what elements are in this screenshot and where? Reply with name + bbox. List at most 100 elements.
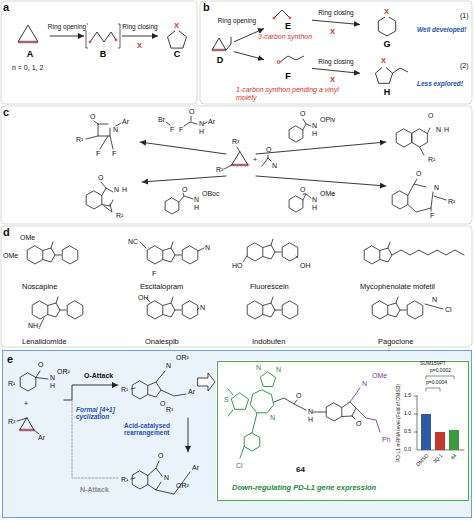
bond-line [275,252,281,253]
reaction-arrow [142,176,226,182]
atom-label: H [444,126,449,134]
edge-label: Ring closing [317,10,354,17]
note-label: (1) [460,12,469,20]
atom-label: O [158,452,163,460]
triazole-ring [260,372,275,387]
reagent-label: X [174,22,179,30]
panel-letter: a [3,1,9,13]
atom-label: R¹ [121,386,128,394]
atom-label: OMe [20,234,35,242]
structure-node: D [206,30,234,66]
bond-line [17,418,39,434]
result-caption: Down-regulating PD-L1 gene expression [232,484,376,492]
bond-line [277,61,280,64]
diazepine-ring [250,390,273,413]
atom-label: F [112,150,116,158]
atom-label: H [50,382,55,390]
reaction-arrow [256,176,386,186]
structure-node: C [158,12,196,60]
compound-letter: H [384,88,391,98]
carbonyl [171,297,173,303]
lactone-ring [263,303,275,317]
carbonyl [51,242,53,248]
step-label: Acid-catalysed rearrangement [124,422,184,436]
bond-line [179,193,193,202]
reaction-arrow [234,52,264,60]
reagent-label: X [137,42,142,50]
atom-label: O [296,392,301,400]
bond-line [274,398,326,412]
atom-label: R² [448,198,455,206]
side-ring [407,301,423,319]
lactone-ring [380,248,392,262]
benzene-ring [364,246,380,264]
axis-tick: JQ-1 [432,453,444,465]
atom-label: O [189,108,194,116]
bond-line [18,25,38,42]
bond-line [303,119,311,130]
atom-label: R² [216,166,223,174]
compound-letter: E [285,22,291,32]
drug-name: Mycophenolate mofetil [360,283,435,291]
reaction-arrow [140,142,226,154]
atom-label: N [434,184,439,192]
bond-line [55,255,61,256]
bond-line [262,155,268,166]
panel-letter: b [203,1,210,13]
bond-line [396,129,412,147]
bond-line [289,126,303,142]
panel-ground [2,350,472,518]
step-label: N-Attack [80,486,109,494]
atom-label: S [224,396,229,404]
atom-label: F [96,150,100,158]
chart-label: 1.5 [404,393,411,399]
side-ring [62,246,78,264]
atom-label: H [194,204,199,212]
bond-line [86,191,102,209]
bond-line [168,31,187,48]
reagent-label: X [330,76,335,84]
bond-line [237,147,240,152]
panel-frame [1,226,472,347]
drug-name: Onalespib [145,338,179,346]
atom-label: N [256,364,261,372]
atom-label: N [199,120,204,128]
drug-name: Pagoclone [378,338,413,346]
bond-line [342,402,356,419]
lactone-ring [48,303,60,317]
atom-label: O [182,186,187,194]
reagent-label: X [384,8,389,16]
benzene-ring [372,301,388,319]
bond-line [375,68,408,84]
atom-label: OH [138,294,149,302]
bond-line [378,17,395,36]
carbonyl [271,239,273,245]
side-ring [282,243,298,261]
atom-label: Cl [236,462,243,470]
structure-node: A [10,12,50,60]
atom-label: N [164,474,169,482]
bond-line [326,403,342,421]
compound-letter: C [174,50,181,60]
atom-label: F [170,126,174,134]
atom-label: N [205,244,210,252]
atom-label: N [114,186,119,194]
bar [435,432,445,450]
atom-label: O [98,174,103,182]
panel-box: e64Down-regulating PD-L1 gene expression [2,350,472,518]
atom-label: Ph [382,436,391,444]
atom-label: R¹ [121,476,128,484]
atom-label: F [152,270,156,278]
emphasis-note: Formal [4+1] cyclization [76,406,128,420]
atom-label: HO [232,262,243,270]
bond-line [60,310,66,311]
atom-label: H [122,186,127,194]
atom-label: Ar [188,388,195,396]
reagent-label: X [330,28,335,36]
side-ring [182,301,198,319]
structure-node: B [84,12,122,60]
thiophene-ring [231,393,248,409]
atom-label: Br [158,116,165,124]
atom-label: N [308,408,313,416]
